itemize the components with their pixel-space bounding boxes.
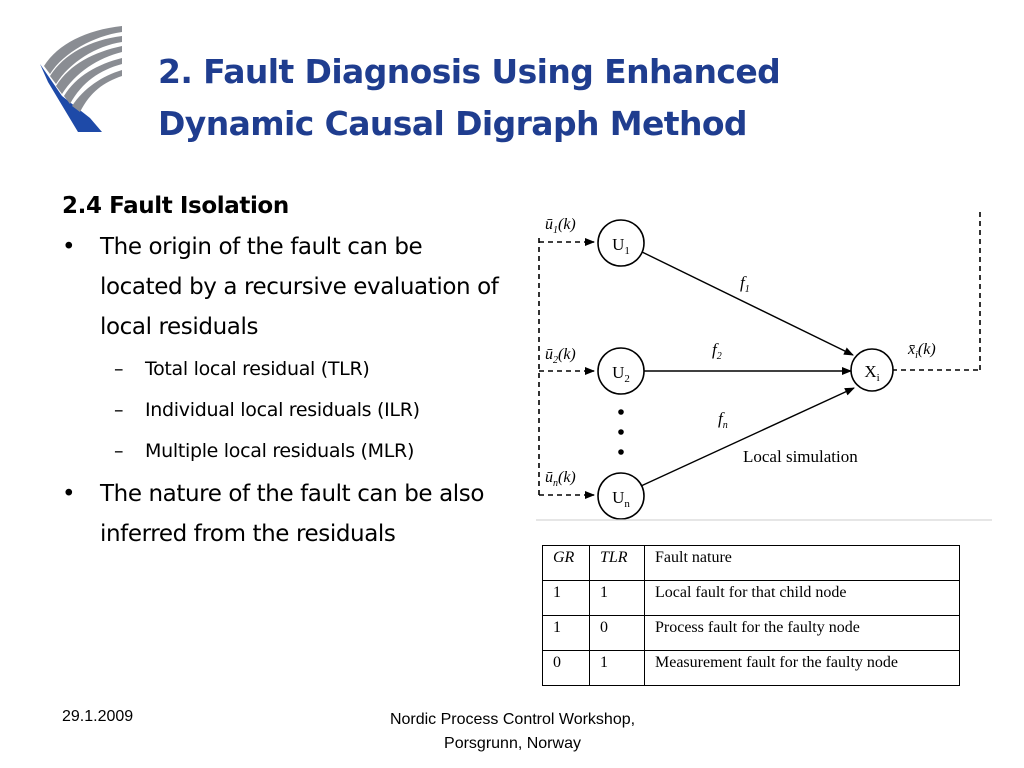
table-cell: 1 bbox=[542, 580, 590, 616]
dash-symbol: – bbox=[114, 399, 124, 421]
university-logo-icon bbox=[40, 26, 122, 132]
title-line-1: 2. Fault Diagnosis Using Enhanced bbox=[158, 52, 781, 91]
svg-text:U1: U1 bbox=[612, 235, 630, 257]
sub-bullet-list: – Total local residual (TLR) – Individua… bbox=[114, 349, 502, 472]
table-row: 1 1 Local fault for that child node bbox=[542, 580, 960, 616]
slide-body: 2.4 Fault Isolation • The origin of the … bbox=[62, 188, 502, 554]
node-u2: U2 bbox=[597, 347, 645, 395]
section-heading: 2.4 Fault Isolation bbox=[62, 193, 289, 219]
bullet-symbol: • bbox=[62, 481, 76, 507]
header-fault-nature: Fault nature bbox=[644, 545, 960, 581]
footer-date: 29.1.2009 bbox=[62, 708, 134, 725]
table-row: 0 1 Measurement fault for the faulty nod… bbox=[542, 650, 960, 686]
bullet-item: • The origin of the fault can be located… bbox=[62, 227, 502, 347]
node-u1: U1 bbox=[597, 219, 645, 267]
fault-nature-table: GR TLR Fault nature 1 1 Local fault for … bbox=[542, 545, 960, 686]
table-cell: 0 bbox=[589, 615, 645, 651]
slide-title: 2. Fault Diagnosis Using Enhanced Dynami… bbox=[158, 46, 958, 150]
output-label: x̄i(k) bbox=[907, 341, 936, 361]
table-cell: 1 bbox=[589, 580, 645, 616]
bullet-item: • The nature of the fault can be also in… bbox=[62, 474, 502, 554]
table-cell: Measurement fault for the faulty node bbox=[644, 650, 960, 686]
bullet-text: The nature of the fault can be also infe… bbox=[100, 481, 485, 547]
footer-event: Nordic Process Control Workshop, Porsgru… bbox=[340, 708, 685, 756]
footer-event-line-2: Porsgrunn, Norway bbox=[444, 735, 581, 752]
bullet-symbol: • bbox=[62, 234, 76, 260]
table-cell: 1 bbox=[542, 615, 590, 651]
node-xi: Xi bbox=[850, 348, 894, 392]
svg-text:Un: Un bbox=[612, 488, 630, 510]
sub-bullet-text: Total local residual (TLR) bbox=[145, 358, 370, 380]
bullet-text: The origin of the fault can be located b… bbox=[100, 234, 499, 340]
input-label-n: ūn(k) bbox=[545, 469, 576, 489]
edge-label-f1: f1 bbox=[740, 273, 750, 295]
causal-digraph-diagram: U1 U2 Un Xi ū1(k) ū2(k) ūn(k) f1 f2 fn x… bbox=[536, 212, 992, 521]
table-header-row: GR TLR Fault nature bbox=[542, 545, 960, 581]
header-gr: GR bbox=[542, 545, 590, 581]
table-cell: 0 bbox=[542, 650, 590, 686]
sub-bullet-item: – Total local residual (TLR) bbox=[114, 349, 502, 390]
header-tlr: TLR bbox=[589, 545, 645, 581]
table-cell: Local fault for that child node bbox=[644, 580, 960, 616]
svg-text:Xi: Xi bbox=[864, 362, 879, 384]
title-line-2: Dynamic Causal Digraph Method bbox=[158, 104, 748, 143]
sub-bullet-text: Multiple local residuals (MLR) bbox=[145, 440, 415, 462]
svg-text:U2: U2 bbox=[612, 363, 630, 385]
edge-label-f2: f2 bbox=[712, 340, 722, 362]
ellipsis-dots bbox=[618, 409, 624, 455]
edge-label-fn: fn bbox=[718, 409, 728, 431]
table-cell: 1 bbox=[589, 650, 645, 686]
sub-bullet-item: – Individual local residuals (ILR) bbox=[114, 390, 502, 431]
input-label-1: ū1(k) bbox=[545, 216, 576, 236]
edge-un-xi bbox=[640, 387, 855, 487]
footer-event-line-1: Nordic Process Control Workshop, bbox=[389, 711, 636, 728]
sub-bullet-text: Individual local residuals (ILR) bbox=[145, 399, 420, 421]
dash-symbol: – bbox=[114, 440, 124, 462]
diagram-caption: Local simulation bbox=[743, 447, 858, 466]
table-row: 1 0 Process fault for the faulty node bbox=[542, 615, 960, 651]
dash-symbol: – bbox=[114, 358, 124, 380]
table-cell: Process fault for the faulty node bbox=[644, 615, 960, 651]
node-un: Un bbox=[597, 472, 645, 520]
edge-u1-xi bbox=[639, 250, 854, 356]
sub-bullet-item: – Multiple local residuals (MLR) bbox=[114, 431, 502, 472]
input-label-2: ū2(k) bbox=[545, 346, 576, 366]
